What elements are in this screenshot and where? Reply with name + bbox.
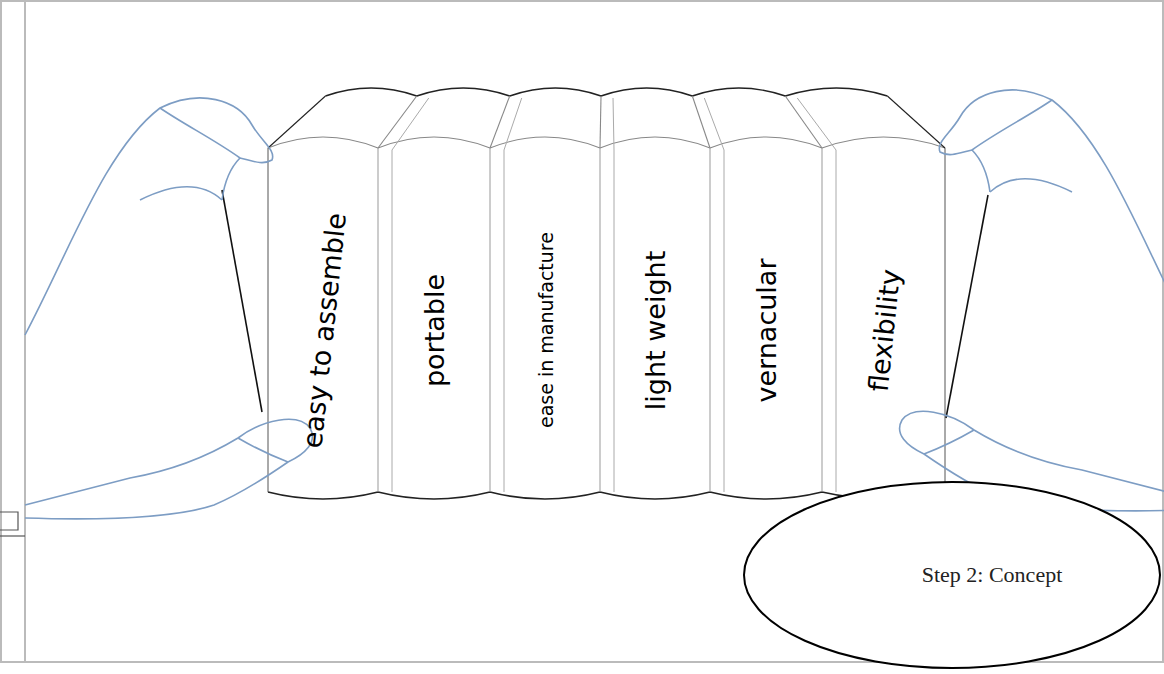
- fold-line: [490, 148, 491, 492]
- concept-panel: ease in manufacture: [494, 175, 598, 485]
- finger-line: [990, 179, 1072, 192]
- fold-line: [797, 98, 836, 492]
- left-hand: [25, 98, 312, 519]
- sheet-face: [268, 148, 945, 492]
- fold-line: [378, 148, 379, 492]
- hand-outline: [939, 90, 1164, 327]
- hand-outline: [25, 98, 273, 335]
- fold-line: [504, 98, 522, 492]
- sheet-front-edge: [268, 137, 945, 148]
- fold-ridge: [490, 96, 510, 148]
- panel-label: vernacular: [752, 258, 783, 402]
- finger-line: [140, 187, 222, 200]
- fold-line: [704, 98, 724, 492]
- thumb-line: [924, 430, 974, 454]
- ellipse-shape: [744, 482, 1160, 668]
- fold-line: [600, 148, 601, 492]
- finger-line: [160, 108, 240, 158]
- fold-line: [710, 148, 711, 492]
- edge-mark: [0, 512, 25, 536]
- panel-label: light weight: [641, 250, 672, 409]
- thumb-line: [238, 438, 288, 462]
- edge-mark-box: [0, 512, 18, 530]
- fold-line: [945, 148, 946, 492]
- panel-label: easy to assemble: [296, 211, 352, 449]
- sheet-side-edge: [222, 190, 262, 412]
- finger-line: [972, 100, 1052, 150]
- fold-line: [822, 148, 823, 492]
- fold-ridge: [692, 96, 710, 148]
- fold-ridge: [268, 96, 325, 148]
- fold-ridge: [785, 96, 822, 148]
- fold-line: [613, 98, 615, 492]
- hand-outline: [25, 419, 312, 519]
- panel-label: ease in manufacture: [535, 232, 557, 428]
- fold-ridge: [378, 96, 417, 148]
- fold-line: [268, 148, 269, 492]
- fold-ridge: [887, 96, 945, 148]
- concept-panel: portable: [382, 175, 488, 485]
- step-ellipse: Step 2: Concept: [742, 480, 1162, 670]
- right-hand: [900, 90, 1164, 511]
- step-label: Step 2: Concept: [922, 562, 1063, 588]
- page-frame: [1, 1, 1163, 662]
- fold-ridge: [600, 96, 601, 148]
- edge-mark-line: [0, 535, 25, 536]
- concept-panel: easy to assemble: [272, 175, 376, 485]
- concept-panel: light weight: [604, 175, 708, 485]
- panel-label: flexibility: [862, 267, 906, 392]
- panel-label: portable: [420, 273, 451, 386]
- sheet-back-edge: [325, 88, 887, 96]
- sheet-side-edge: [946, 195, 988, 418]
- frame-divider: [24, 1, 26, 662]
- concept-panel: vernacular: [714, 175, 820, 485]
- concept-panel: flexibility: [826, 175, 942, 485]
- folded-sheet: [222, 88, 988, 499]
